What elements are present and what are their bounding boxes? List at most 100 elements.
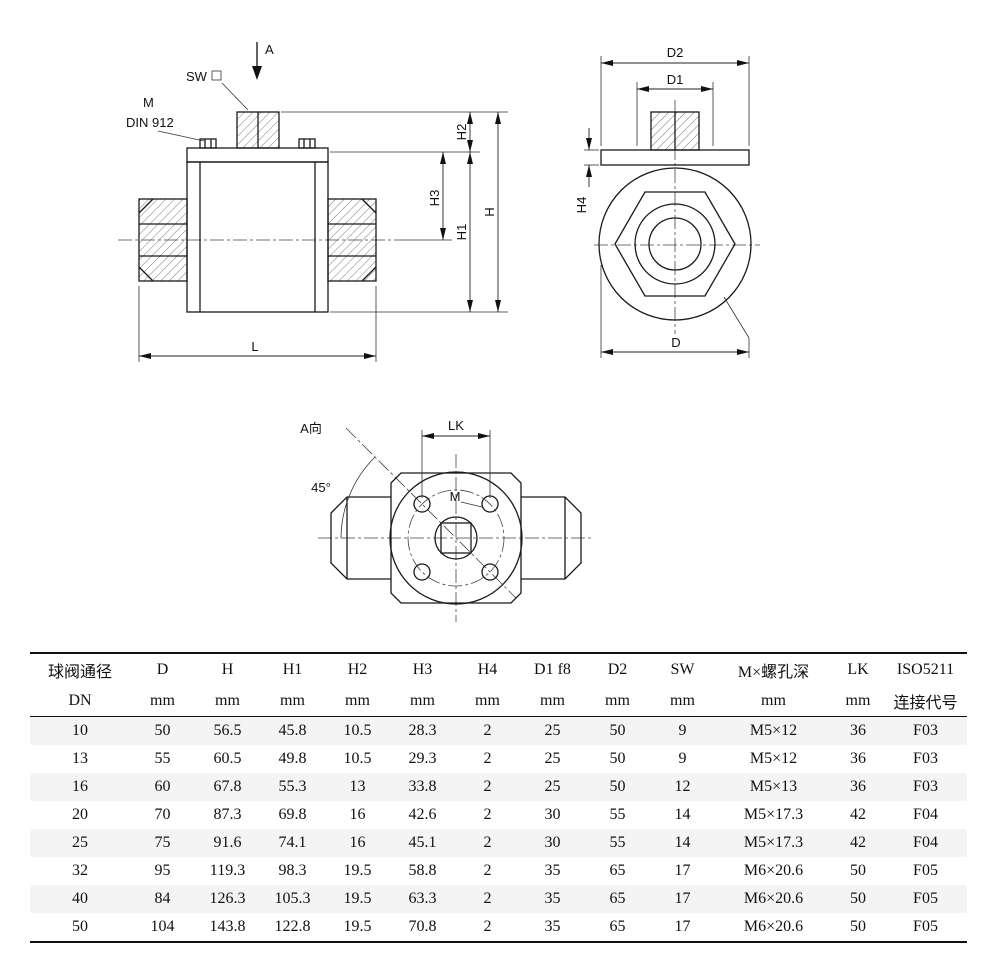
table-cell: 58.8: [408, 862, 437, 879]
table-cell: 2: [483, 834, 492, 851]
table-cell: 10: [72, 722, 88, 739]
table-cell: 17: [674, 918, 691, 935]
table-cell: 14: [674, 834, 691, 851]
dim-label-h2: H2: [454, 124, 469, 141]
table-cell: 42: [850, 834, 866, 851]
table-cell: F03: [913, 722, 938, 739]
table-cell: 50: [850, 890, 866, 907]
table-cell: 65: [609, 862, 626, 879]
table-cell: 2: [483, 862, 492, 879]
column-header: H1: [282, 660, 303, 678]
sw-label: SW: [186, 69, 208, 84]
table-cell: 119.3: [209, 862, 246, 879]
table-cell: 13: [349, 778, 366, 795]
table-cell: 17: [674, 862, 691, 879]
table-cell: 74.1: [278, 834, 307, 851]
table-cell: M5×17.3: [743, 834, 804, 851]
threaded-end-left: [138, 198, 188, 282]
column-header: mm: [650, 685, 715, 717]
table-cell: 55.3: [278, 778, 307, 795]
table-cell: 91.6: [213, 834, 242, 851]
angle-label: 45°: [311, 480, 331, 495]
table-cell: 65: [609, 918, 626, 935]
table-cell: 75: [154, 834, 171, 851]
table-cell: 50: [609, 722, 626, 739]
bolt-circle: [407, 489, 505, 587]
column-header: SW: [670, 660, 695, 678]
dim-label-d: D: [671, 335, 680, 350]
table-cell: 45.1: [408, 834, 437, 851]
table-cell: 36: [850, 722, 866, 739]
screw-left: [199, 138, 217, 149]
table-cell: 70.8: [408, 918, 437, 935]
table-cell: 12: [674, 778, 691, 795]
column-header: H2: [347, 660, 368, 678]
table-cell: 30: [544, 806, 561, 823]
table-cell: 67.8: [213, 778, 242, 795]
table-cell: 33.8: [408, 778, 437, 795]
table-cell: 9: [678, 750, 687, 767]
table-cell: 55: [609, 806, 626, 823]
angle-arc: [340, 456, 376, 539]
table-cell: 17: [674, 890, 691, 907]
threaded-end-right: [327, 198, 377, 282]
mounting-plate: [186, 147, 329, 163]
table-cell: 16: [349, 806, 366, 823]
column-header: D1 f8: [534, 660, 571, 678]
stem-bore: [434, 516, 478, 560]
table-cell: 87.3: [213, 806, 242, 823]
column-header: DN: [30, 685, 130, 717]
end-connection-right: [521, 496, 582, 580]
dimension-lines-front: [139, 112, 501, 359]
table-cell: 36: [850, 750, 866, 767]
table-cell: 9: [678, 722, 687, 739]
table-cell: F04: [913, 834, 938, 851]
table-cell: 69.8: [278, 806, 307, 823]
table-cell: F03: [913, 778, 938, 795]
column-header: H4: [477, 660, 498, 678]
table-cell: 143.8: [209, 918, 246, 935]
table-cell: 25: [544, 750, 561, 767]
table-cell: 45.8: [278, 722, 307, 739]
table-cell: M5×12: [749, 722, 798, 739]
sw-callout: SW: [186, 69, 249, 111]
table-cell: 10.5: [343, 750, 372, 767]
table-cell: 122.8: [274, 918, 311, 935]
table-cell: 19.5: [343, 862, 372, 879]
table-cell: 105.3: [274, 890, 311, 907]
stem-square: [440, 522, 472, 554]
valve-body-side: [598, 167, 752, 321]
table-cell: 50: [609, 750, 626, 767]
table-cell: 126.3: [209, 890, 246, 907]
table-cell: M5×13: [749, 778, 798, 795]
table-cell: 60.5: [213, 750, 242, 767]
table-cell: F05: [913, 862, 938, 879]
flange-body: [330, 471, 582, 605]
table-cell: 98.3: [278, 862, 307, 879]
view-a-label: A向: [300, 421, 322, 436]
extension-lines-side: [584, 56, 750, 358]
column-header: H3: [412, 660, 433, 678]
dim-label-h1: H1: [454, 224, 469, 241]
table-cell: 35: [544, 862, 561, 879]
table-cell: 35: [544, 890, 561, 907]
din-callout: M DIN 912: [126, 95, 205, 142]
column-header: mm: [715, 685, 832, 717]
table-cell: 50: [154, 722, 171, 739]
column-header: mm: [455, 685, 520, 717]
table-cell: 25: [72, 834, 88, 851]
column-header: H: [221, 660, 234, 678]
screw-right: [298, 138, 316, 149]
table-cell: F04: [913, 806, 938, 823]
table-cell: 49.8: [278, 750, 307, 767]
